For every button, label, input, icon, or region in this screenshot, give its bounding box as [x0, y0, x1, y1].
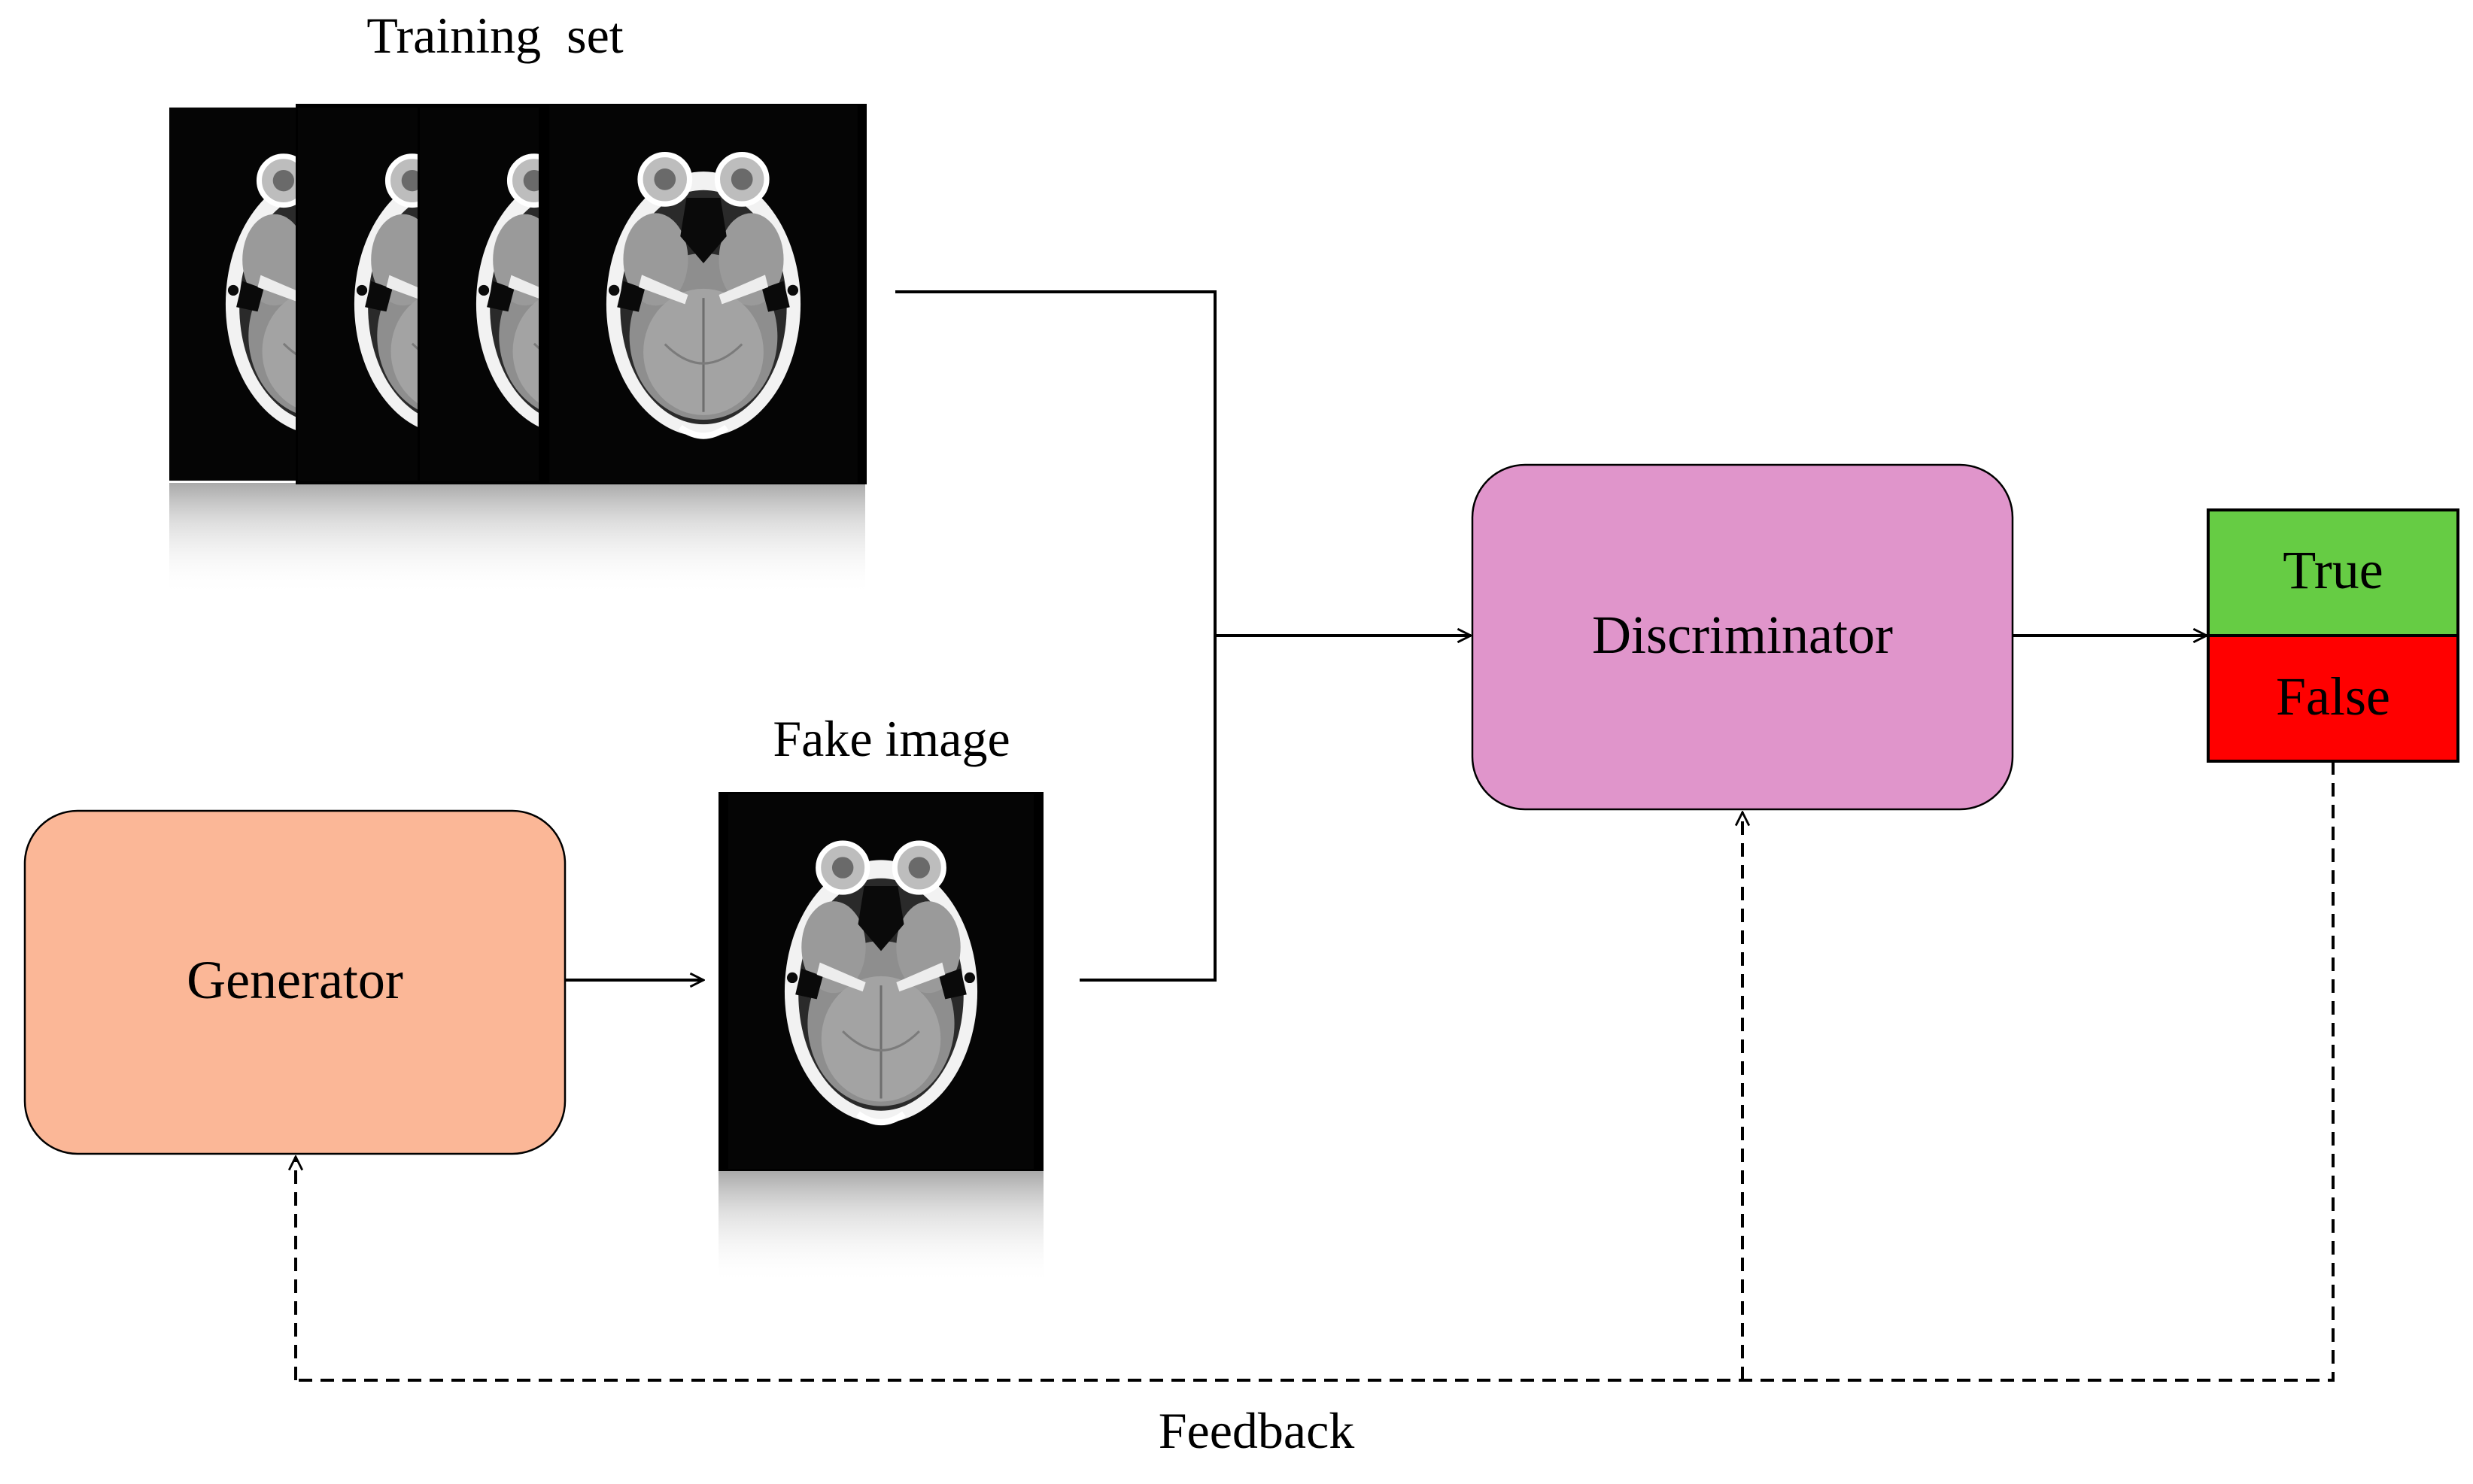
discriminator-label: Discriminator [1592, 605, 1893, 665]
fake-image [719, 792, 1044, 1284]
training-image-4 [539, 104, 867, 484]
training-set-images [169, 104, 867, 596]
false-box [2207, 634, 2459, 763]
true-label: True [2283, 540, 2383, 600]
training-image-reflection [169, 483, 865, 596]
training-set-label: Training set [366, 7, 623, 64]
output-box: True False [2207, 508, 2459, 763]
feedback-label: Feedback [1159, 1402, 1355, 1459]
discriminator-box: Discriminator [1471, 463, 2014, 811]
fake-image-label: Fake image [773, 710, 1010, 767]
false-label: False [2276, 666, 2390, 727]
true-box [2207, 508, 2459, 637]
training-set-connector [895, 290, 1217, 636]
generator-label: Generator [187, 950, 403, 1010]
generator-box: Generator [23, 809, 567, 1155]
feedback-connectors [296, 761, 2335, 1382]
generator-shape [23, 809, 567, 1155]
fake-image-connector [1080, 636, 1217, 982]
solid-connectors [565, 290, 2207, 982]
feedback-from-output [296, 761, 2335, 1382]
